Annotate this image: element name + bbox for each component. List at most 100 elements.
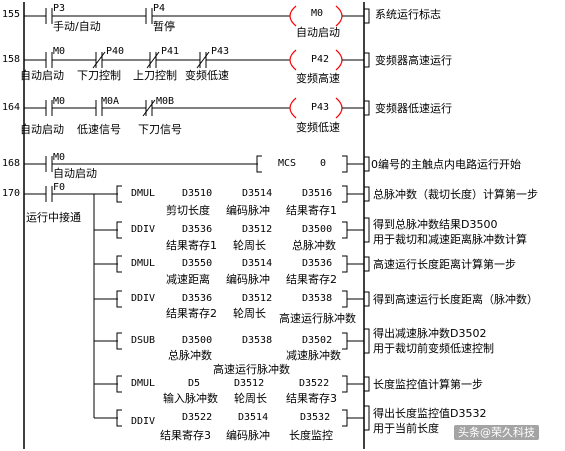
block-comment: 得到总脉冲数结果D3500 [373,218,498,231]
contact-label: 自动启动 [53,167,97,180]
block-reg-label: 结果寄存3 [160,429,211,442]
block-reg: D5 [188,378,201,389]
contact-address: M0 [53,96,66,107]
block-reg-label: 高速运行脉冲数 [279,312,356,325]
contact-slash [142,99,156,117]
block-reg-label: 输入脉冲数 [163,392,218,405]
coil-left-arc [289,49,297,71]
block-reg-label: 减速脉冲数 [286,349,341,362]
contact-label: 暂停 [153,20,175,33]
block-bracket-right [342,255,348,273]
block-reg-label: 编码脉冲 [226,429,270,442]
block-comment: 长度监控值计算第一步 [373,378,483,391]
block-reg-label: 长度监控 [289,429,333,442]
coil-label: 自动启动 [296,26,340,39]
contact-slash [92,51,106,69]
block-reg-label: 结果寄存1 [166,239,217,252]
contact-label: 自动启动 [20,123,64,136]
block-reg-label: 结果寄存2 [166,307,217,320]
block-reg-label: 轮周长 [234,392,267,405]
block-reg: D3514 [242,188,273,199]
block-comment: 用于裁切前变频低速控制 [373,342,494,355]
block-bracket-right [342,409,348,427]
coil-label: 变频高速 [296,72,340,85]
block-reg-label: 减速距离 [166,273,210,286]
rung-number: 170 [2,188,21,199]
coil-left-arc [289,97,297,119]
block-reg: D3514 [242,258,273,269]
block-reg-label: 总脉冲数 [168,349,212,362]
block-op: DMUL [131,258,156,269]
block-reg-label: 总脉冲数 [292,239,336,252]
watermark: 头条@荣久科技 [454,425,539,440]
block-reg: D3514 [238,412,269,423]
rung-number: 155 [2,9,21,20]
block-reg: D3502 [302,335,333,346]
block-bracket-right [342,332,348,350]
block-reg: D3536 [302,258,333,269]
instruction-operand: 0 [320,158,327,169]
coil-right-arc [335,49,343,71]
block-bracket-right [342,375,348,393]
comment-bracket [364,52,370,68]
rung-comment: 系统运行标志 [375,8,441,21]
coil-address: P42 [311,54,330,65]
block-bracket-left [116,255,122,273]
block-bracket-left [256,155,262,173]
coil-address: P43 [311,102,330,113]
block-op: DMUL [131,378,156,389]
block-reg-label: 编码脉冲 [226,204,270,217]
contact-address: M0 [53,152,66,163]
block-bracket-left [116,185,122,203]
contact-label: 运行中接通 [26,211,81,224]
coil-address: M0 [311,8,324,19]
block-bracket-left [116,332,122,350]
coil-right-arc [335,5,343,27]
block-reg-label: 结果寄存1 [286,204,337,217]
rung-comment: 变频器高速运行 [375,54,452,67]
block-op: DDIV [131,224,156,235]
contact-address: M0B [156,96,175,107]
block-bracket-right [342,185,348,203]
rung-comment: 0编号的主触点内电路运行开始 [371,158,521,171]
block-comment: 得出长度监控值D3532 [373,407,487,420]
block-comment: 用于当前长度 [373,422,439,435]
block-reg-label: 结果寄存3 [286,392,337,405]
block-op: DDIV [131,293,156,304]
contact-label: 自动启动 [20,69,64,82]
contact-label: 下刀控制 [77,69,121,82]
block-reg-label: 编码脉冲 [226,273,270,286]
block-comment: 得到高速运行长度距离（脉冲数） [373,293,538,306]
block-bracket-right [342,290,348,308]
block-reg: D3532 [300,412,331,423]
comment-bracket [364,217,370,243]
contact-label: 变频低速 [185,69,229,82]
block-reg-label: 轮周长 [233,239,266,252]
contact-address: P4 [153,3,166,14]
coil-right-arc [335,97,343,119]
comment-bracket [364,291,370,307]
instruction-op: MCS [278,158,297,169]
block-comment: 用于裁切和减速距离脉冲数计算 [373,233,527,246]
contact-label: 手动/自动 [53,20,101,33]
block-reg: D3536 [182,224,213,235]
comment-bracket [364,376,370,392]
block-reg: D3500 [302,224,333,235]
block-reg: D3538 [242,335,273,346]
block-comment: 得出减速脉冲数D3502 [373,327,487,340]
contact-address: P3 [53,3,66,14]
block-reg: D3510 [182,188,213,199]
contact-address: M0 [53,46,66,57]
block-bracket-left [116,221,122,239]
block-bracket-left [116,290,122,308]
comment-bracket [364,186,370,202]
block-reg: D3516 [302,188,333,199]
comment-bracket [364,8,370,24]
block-bracket-left [116,375,122,393]
coil-left-arc [289,5,297,27]
block-reg: D3512 [242,293,273,304]
block-reg: D3512 [242,224,273,235]
block-reg-label: 高速运行脉冲数 [213,363,290,376]
contact-address: P43 [211,46,230,57]
